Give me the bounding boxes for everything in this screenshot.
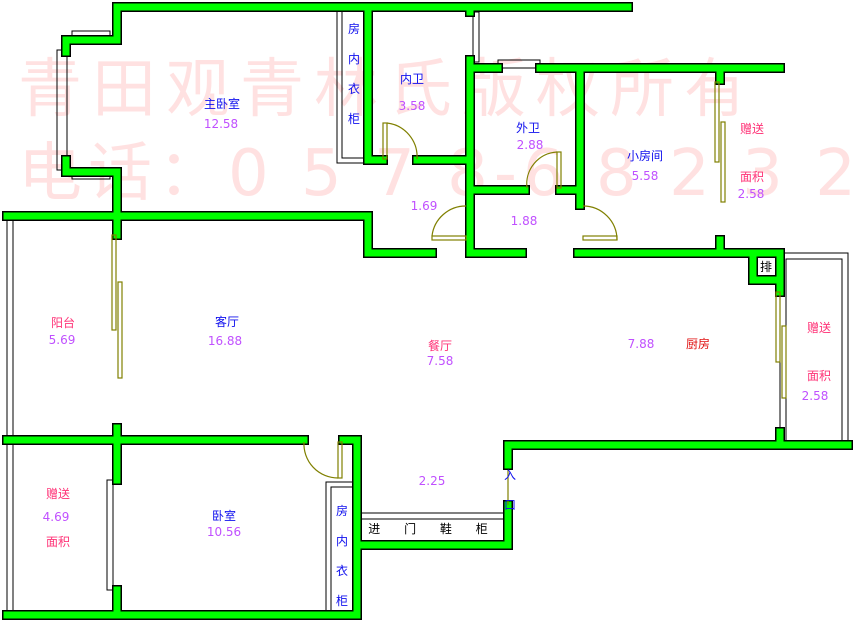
room-area-kitchen: 7.88: [627, 337, 655, 351]
balcony-outer-rail: [6, 215, 14, 616]
room-name-living-room: 客厅: [214, 315, 240, 329]
room-name-balcony: 阳台: [50, 316, 76, 330]
gift-area-label: 面积: [739, 170, 765, 184]
wall: [339, 436, 361, 619]
kitchen-balcony-rail: [779, 252, 849, 446]
window: [497, 59, 541, 69]
wall: [61, 2, 122, 57]
room-area-corridor: 1.88: [510, 214, 538, 228]
room-area-balcony: 5.69: [48, 333, 76, 347]
exhaust-label: 排: [759, 260, 773, 274]
wall: [353, 501, 512, 549]
wall: [61, 155, 122, 221]
master-wardrobe-label: 房内衣柜: [347, 22, 360, 126]
gift-area-value: 4.69: [42, 510, 70, 524]
room-name-kitchen: 厨房: [685, 337, 711, 351]
bedroom-wardrobe-label: 房内衣柜: [335, 504, 348, 608]
wall: [466, 56, 526, 257]
room-area-living-room: 16.88: [207, 334, 243, 348]
gift-area-value: 2.58: [801, 389, 829, 403]
gift-area-label: 面积: [806, 369, 832, 383]
gift-area-value: 2.58: [737, 187, 765, 201]
room-name-bedroom: 卧室: [211, 509, 237, 523]
room-area-bedroom: 10.56: [206, 525, 242, 539]
room-area-master-bedroom: 12.58: [203, 117, 239, 131]
wall: [364, 3, 387, 164]
wall: [62, 156, 121, 220]
entrance-label[interactable]: 入口: [503, 468, 516, 512]
wall: [62, 3, 121, 56]
gift-area-label: 赠送: [739, 122, 765, 136]
room-name-outer-bath: 外卫: [515, 121, 541, 135]
room-name-master-bedroom: 主卧室: [203, 97, 241, 111]
gift-area-label: 赠送: [45, 487, 71, 501]
room-name-dining-room: 餐厅: [427, 339, 453, 353]
room-area-small-room: 5.58: [631, 169, 659, 183]
room-area-hall: 1.69: [410, 199, 438, 213]
wall: [749, 249, 784, 296]
room-area-dining-room: 7.58: [426, 354, 454, 368]
room-area-entry: 2.25: [418, 474, 446, 488]
shoe-cabinet-label: 进 门 鞋 柜: [368, 522, 498, 536]
room-name-small-room: 小房间: [626, 149, 664, 163]
room-area-inner-bath: 3.58: [398, 99, 426, 113]
room-name-inner-bath: 内卫: [399, 72, 425, 86]
doors: [111, 81, 787, 505]
wall: [3, 212, 436, 257]
gift-area-label: 赠送: [806, 321, 832, 335]
gift-area-label: 面积: [45, 535, 71, 549]
window: [472, 11, 480, 63]
bay-window: [56, 49, 68, 171]
room-area-outer-bath: 2.88: [516, 138, 544, 152]
window: [106, 479, 114, 591]
